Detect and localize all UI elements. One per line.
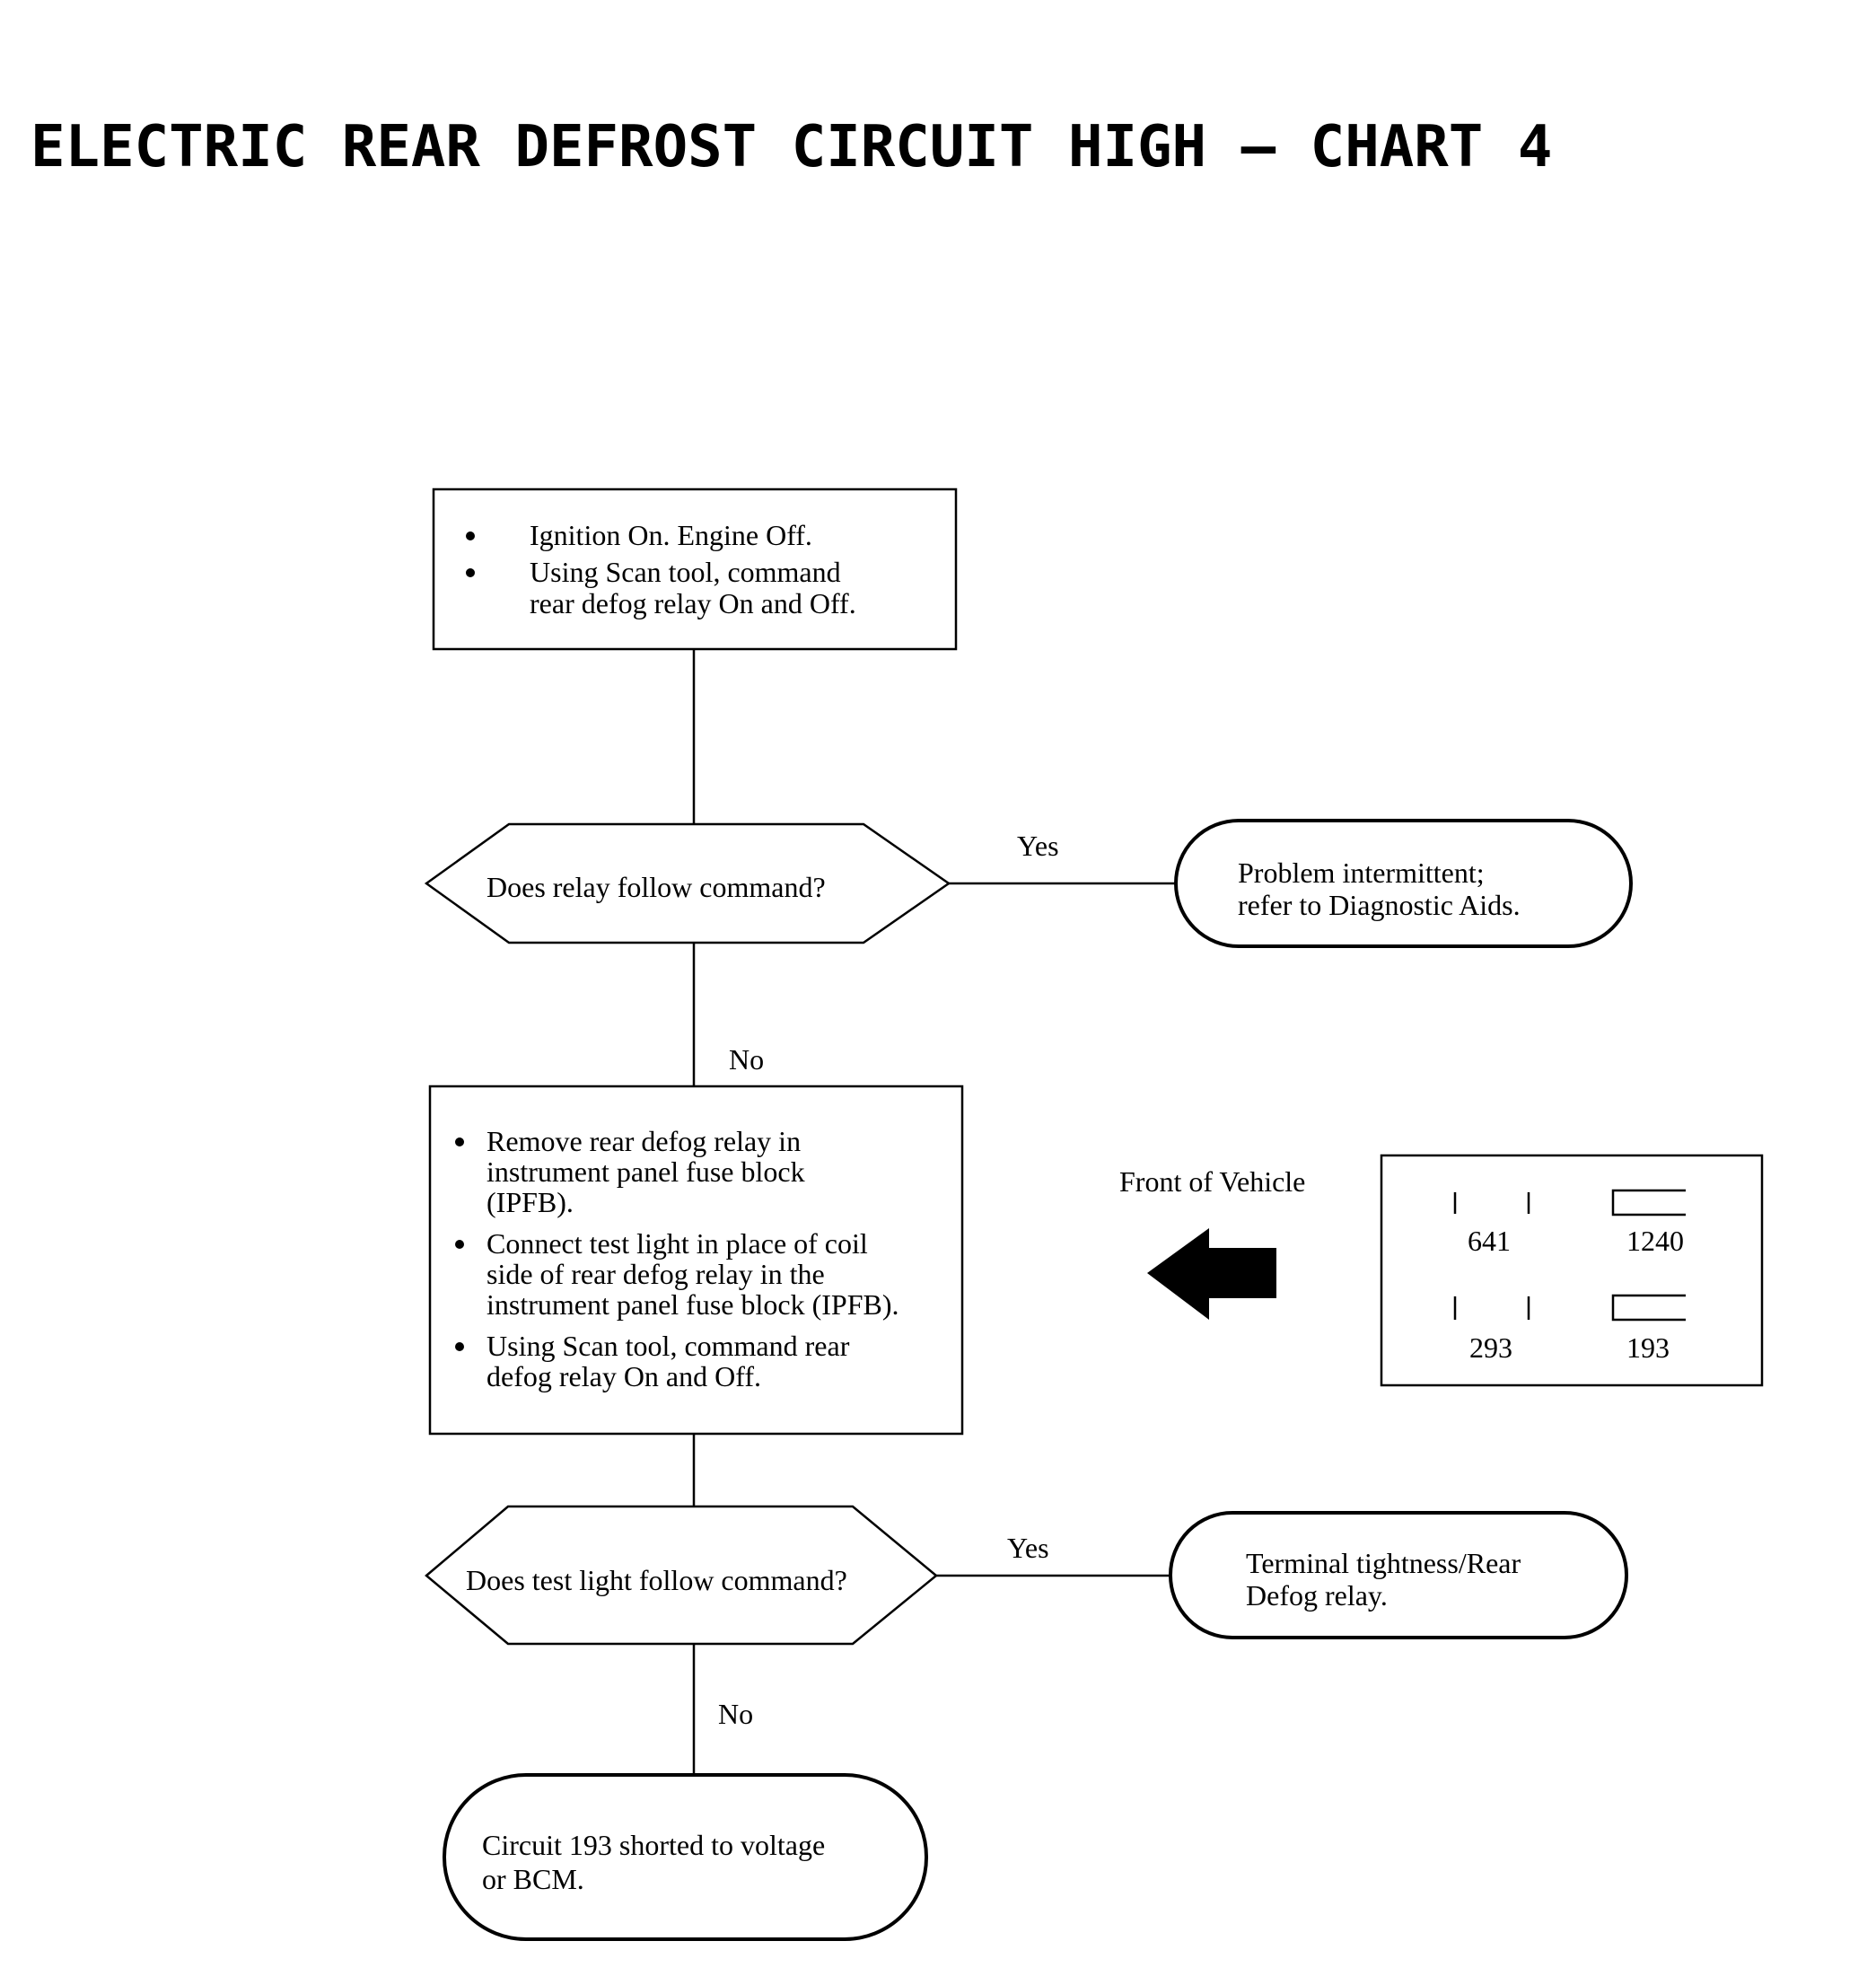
terminal-193-label: 193 bbox=[1626, 1331, 1670, 1364]
step2-bullet-line: instrument panel fuse block (IPFB). bbox=[487, 1288, 899, 1321]
decision1-text: Does relay follow command? bbox=[487, 871, 826, 903]
terminal-1240-label: 1240 bbox=[1626, 1225, 1684, 1257]
decision2-hexagon: Does test light follow command? bbox=[425, 1505, 938, 1646]
bullet-icon bbox=[466, 568, 475, 577]
decision2-no-label: No bbox=[718, 1698, 753, 1730]
terminal-641-label: 641 bbox=[1468, 1225, 1511, 1257]
result3-line: or BCM. bbox=[482, 1863, 584, 1895]
decision1-hexagon: Does relay follow command? bbox=[424, 822, 951, 944]
step1-text: Ignition On. Engine Off. Using Scan tool,… bbox=[466, 519, 856, 619]
front-arrow-icon bbox=[1147, 1228, 1276, 1320]
front-of-vehicle-label: Front of Vehicle bbox=[1119, 1165, 1305, 1198]
bullet-icon bbox=[455, 1240, 464, 1249]
step2-bullet-line: side of rear defog relay in the bbox=[487, 1258, 825, 1290]
step2-bullet-line: Connect test light in place of coil bbox=[487, 1227, 868, 1260]
result1-line: Problem intermittent; bbox=[1238, 856, 1485, 889]
step2-bullet-line: Using Scan tool, command rear bbox=[487, 1330, 850, 1362]
step2-bullet-line: (IPFB). bbox=[487, 1186, 574, 1218]
decision2-text: Does test light follow command? bbox=[466, 1564, 847, 1596]
terminal-1240-blade-icon bbox=[1611, 1189, 1686, 1216]
result3-line: Circuit 193 shorted to voltage bbox=[482, 1829, 825, 1861]
result2-line: Terminal tightness/Rear bbox=[1246, 1547, 1521, 1579]
terminal-293-label: 293 bbox=[1469, 1331, 1512, 1364]
result1-terminator: Problem intermittent;refer to Diagnostic… bbox=[1174, 819, 1633, 948]
bullet-icon bbox=[455, 1137, 464, 1146]
step2-bullet-line: Remove rear defog relay in bbox=[487, 1125, 801, 1157]
terminal-193-blade-icon bbox=[1611, 1294, 1686, 1322]
result1-text: Problem intermittent;refer to Diagnostic… bbox=[1238, 856, 1521, 921]
result1-line: refer to Diagnostic Aids. bbox=[1238, 889, 1521, 921]
bullet-icon bbox=[466, 531, 475, 540]
bullet-icon bbox=[455, 1342, 464, 1351]
step1-bullet-line: Ignition On. Engine Off. bbox=[530, 519, 812, 551]
decision1-no-label: No bbox=[729, 1043, 764, 1076]
step1-bullet-line: Using Scan tool, command bbox=[530, 556, 841, 588]
decision2-yes-label: Yes bbox=[1007, 1532, 1049, 1564]
decision1-yes-label: Yes bbox=[1017, 830, 1059, 862]
step2-bullet-line: instrument panel fuse block bbox=[487, 1155, 805, 1188]
chart-title: ELECTRIC REAR DEFROST CIRCUIT HIGH – CHA… bbox=[31, 114, 1552, 180]
step1-bullet-line: rear defog relay On and Off. bbox=[530, 587, 856, 619]
step2-bullet-line: defog relay On and Off. bbox=[487, 1360, 761, 1392]
connector-view: 641 1240 293 193 bbox=[1380, 1154, 1764, 1387]
result2-line: Defog relay. bbox=[1246, 1579, 1388, 1612]
step1-box: Ignition On. Engine Off. Using Scan tool,… bbox=[432, 487, 958, 651]
